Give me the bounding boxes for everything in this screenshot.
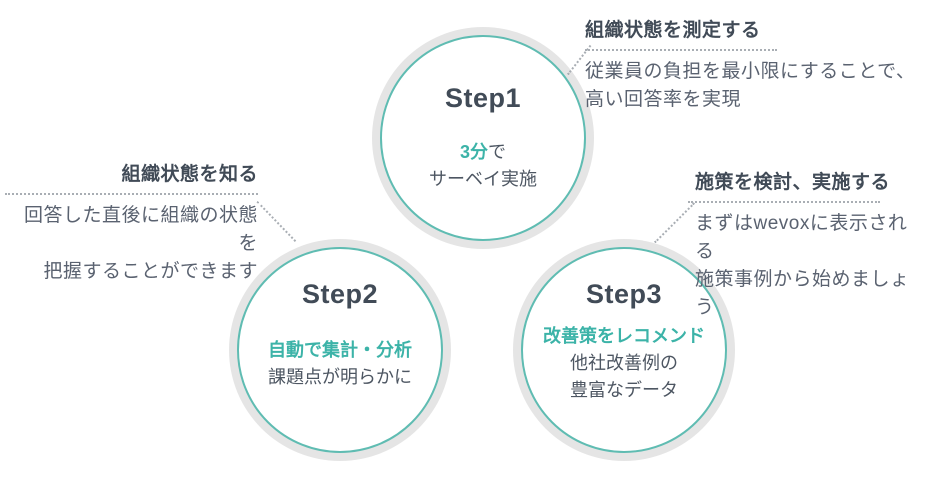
step1-subline: サーベイ実施	[429, 169, 537, 189]
annotation-know-line-1: 回答した直後に組織の状態を	[23, 205, 258, 254]
annotation-implement-title: 施策を検討、実施する	[695, 172, 891, 193]
step2-content: Step2 自動で集計・分析 課題点が明らかに	[239, 249, 441, 451]
step3-subline-1: 他社改善例の	[570, 353, 678, 373]
annotation-know-title: 組織状態を知る	[121, 164, 258, 185]
step3-subline-2: 豊富なデータ	[570, 380, 678, 400]
step3-circle: Step3 改善策をレコメンド 他社改善例の 豊富なデータ	[521, 247, 727, 453]
step2-highlight-text: 自動で集計・分析	[268, 340, 412, 360]
annotation-implement-line-1: まずはwevoxに表示される	[695, 213, 908, 262]
step1-highlight-rest: で	[488, 142, 506, 162]
annotation-measure-line-1: 従業員の負担を最小限にすることで、	[585, 61, 916, 82]
step1-circle: Step1 3分で サーベイ実施	[380, 35, 586, 241]
annotation-implement-body: まずはwevoxに表示される 施策事例から始めましょう	[688, 210, 920, 322]
step3-highlight-line: 改善策をレコメンド	[543, 323, 705, 350]
annotation-implement: 施策を検討、実施する まずはwevoxに表示される 施策事例から始めましょう	[688, 171, 920, 322]
step1-highlight-text: 3分	[459, 142, 488, 162]
step3-highlight-text: 改善策をレコメンド	[543, 326, 705, 346]
step2-highlight-line: 自動で集計・分析	[268, 337, 412, 364]
step2-circle: Step2 自動で集計・分析 課題点が明らかに	[237, 247, 443, 453]
step3-content: Step3 改善策をレコメンド 他社改善例の 豊富なデータ	[523, 249, 725, 451]
dotted-underline	[5, 193, 258, 195]
annotation-measure-line-2: 高い回答率を実現	[585, 89, 742, 110]
annotation-know-body: 回答した直後に組織の状態を 把握することができます	[5, 202, 258, 286]
annotation-measure: 組織状態を測定する 従業員の負担を最小限にすることで、 高い回答率を実現	[585, 19, 915, 114]
step2-subline: 課題点が明らかに	[268, 367, 412, 387]
step2-title: Step2	[301, 279, 379, 309]
dotted-underline	[585, 49, 777, 51]
annotation-implement-line-2: 施策事例から始めましょう	[695, 269, 910, 318]
annotation-know-line-2: 把握することができます	[43, 261, 258, 282]
step3-title: Step3	[585, 279, 663, 309]
annotation-know: 組織状態を知る 回答した直後に組織の状態を 把握することができます	[5, 163, 258, 286]
annotation-measure-body: 従業員の負担を最小限にすることで、 高い回答率を実現	[585, 58, 915, 114]
step1-content: Step1 3分で サーベイ実施	[382, 37, 584, 239]
step1-highlight-line: 3分で	[460, 139, 506, 166]
step1-title: Step1	[444, 83, 522, 113]
dotted-underline	[688, 201, 880, 203]
dotted-connector-line	[256, 201, 297, 242]
annotation-measure-title: 組織状態を測定する	[585, 20, 761, 41]
